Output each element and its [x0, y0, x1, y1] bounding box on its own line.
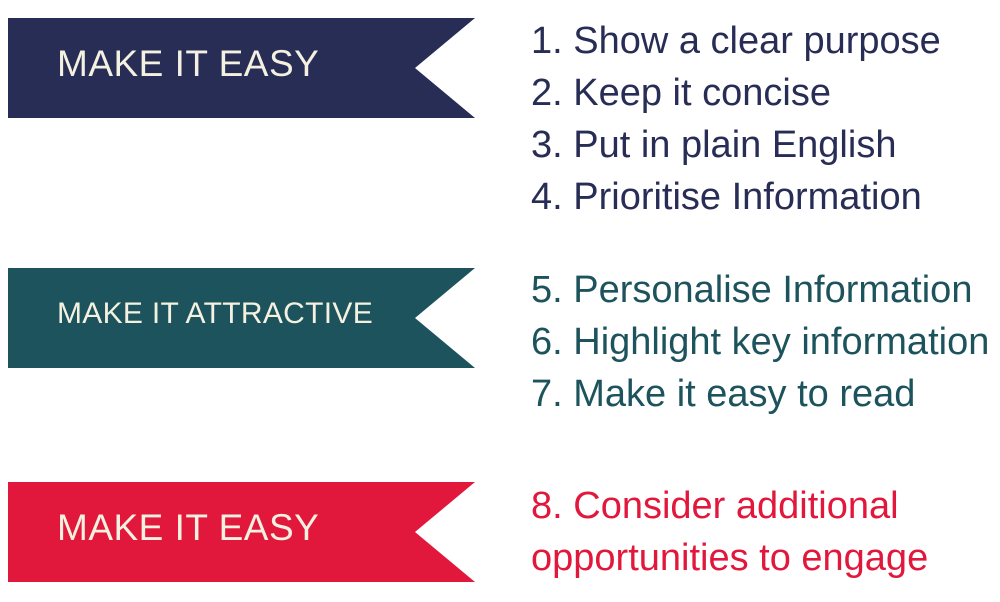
- list-item: 1. Show a clear purpose: [531, 20, 941, 62]
- list-item: 7. Make it easy to read: [531, 373, 916, 415]
- item-list: 8. Consider additional opportunities to …: [531, 480, 981, 584]
- list-item: 8. Consider additional opportunities to …: [531, 485, 929, 579]
- list-item: 5. Personalise Information: [531, 269, 973, 311]
- list-item: 3. Put in plain English: [531, 124, 897, 166]
- item-list: 1. Show a clear purpose 2. Keep it concis…: [531, 15, 1000, 223]
- banner-ribbon: MAKE IT EASY: [8, 18, 475, 118]
- item-list: 5. Personalise Information 6. Highlight k…: [531, 264, 1000, 420]
- list-item: 2. Keep it concise: [531, 72, 831, 114]
- banner-label: MAKE IT ATTRACTIVE: [57, 297, 374, 330]
- banner-label: MAKE IT EASY: [57, 507, 320, 548]
- banner-ribbon: MAKE IT ATTRACTIVE: [8, 268, 475, 368]
- banner-label: MAKE IT EASY: [57, 43, 320, 84]
- list-item: 4. Prioritise Information: [531, 176, 922, 218]
- banner-ribbon: MAKE IT EASY: [8, 482, 475, 582]
- list-item: 6. Highlight key information: [531, 321, 990, 363]
